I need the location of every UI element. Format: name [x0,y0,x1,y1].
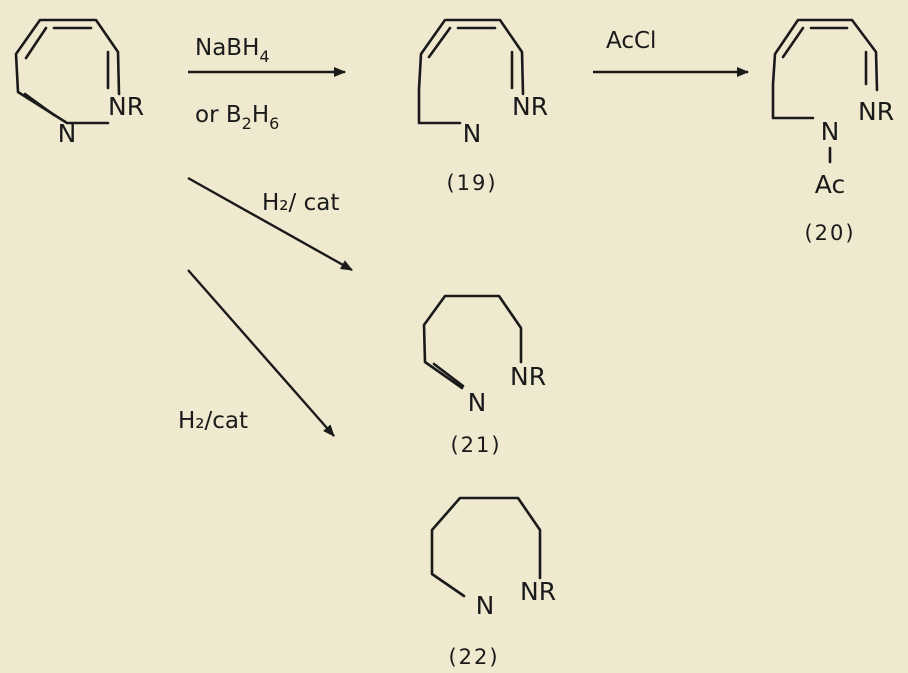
c20-nr-label: NR [858,97,894,126]
c21-nr-label: NR [510,362,546,391]
starting-diazepine: N NR [14,18,144,148]
start-nr-label: NR [108,92,144,121]
acylation-step: AcCl [593,28,749,77]
compound-21: N NR (21) [422,294,546,457]
start-n-label: N [58,119,77,148]
reagent-h2-cat-2: H₂/cat [178,408,248,434]
compound-19: N NR (19) [417,18,548,195]
compound-20-label: (20) [804,221,855,245]
hydrogenation-step-1: H₂/ cat [187,176,353,272]
hydrogenation-arrow-1 [187,176,353,272]
hydrogenation-arrow-2 [187,269,335,437]
compound-22-label: (22) [448,645,499,669]
c20-ac-label: Ac [815,170,845,199]
compound-20: N NR Ac (20) [771,18,894,245]
c22-nr-label: NR [520,577,556,606]
compound-22: N NR (22) [430,496,556,669]
compound-19-label: (19) [446,171,497,195]
reagent-h2-cat-1: H₂/ cat [262,190,339,216]
c19-nr-label: NR [512,92,548,121]
c19-n-label: N [463,119,482,148]
reduction-step: NaBH4 or B2H6 [188,35,346,133]
c22-n-label: N [476,591,495,620]
c20-n-label: N [821,117,840,146]
reagent-nabh4: NaBH4 [195,35,270,66]
reagent-b2h6: or B2H6 [195,102,279,133]
compound-21-label: (21) [450,433,501,457]
c21-n-label: N [468,388,487,417]
hydrogenation-step-2: H₂/cat [178,269,335,437]
reagent-accl: AcCl [606,28,656,54]
